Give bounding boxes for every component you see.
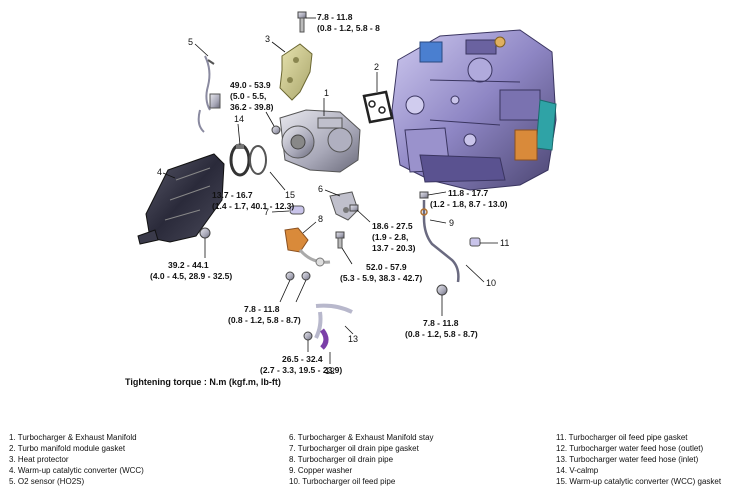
callout-4: 4 [157, 167, 162, 177]
legend-column-3: 11. Turbocharger oil feed pipe gasket 12… [556, 432, 721, 487]
torque-labels: 7.8 - 11.8 (0.8 - 1.2, 5.8 - 8 49.0 - 53… [125, 12, 508, 387]
callout-1: 1 [324, 88, 329, 98]
warm-up-catalytic-converter [137, 153, 225, 245]
oil-feed-pipe-gasket [469, 237, 481, 247]
callout-5: 5 [188, 37, 193, 47]
heat-protector [279, 43, 313, 101]
torque-top-2: (0.8 - 1.2, 5.8 - 8 [317, 23, 380, 33]
torque-hose-1: 26.5 - 32.4 [282, 354, 323, 364]
torque-feed-bottom-2: (0.8 - 1.2, 5.8 - 8.7) [405, 329, 478, 339]
torque-feed-1: 11.8 - 17.7 [448, 188, 488, 198]
callout-2: 2 [374, 62, 379, 72]
wcc-bolt [199, 227, 211, 239]
drain-pipe-gasket [289, 205, 305, 215]
torque-drain-bolt-1: 7.8 - 11.8 [244, 304, 280, 314]
manifold-stay [329, 191, 359, 221]
legend-column-2: 6. Turbocharger & Exhaust Manifold stay … [289, 432, 434, 487]
callout-3: 3 [265, 34, 270, 44]
legend-item: 7. Turbocharger oil drain pipe gasket [289, 444, 419, 453]
parts-legend: 1. Turbocharger & Exhaust Manifold 2. Tu… [0, 432, 729, 494]
torque-drain-1: 52.0 - 57.9 [366, 262, 407, 272]
torque-top-1: 7.8 - 11.8 [317, 12, 353, 22]
torque-wcc-2: (4.0 - 4.5, 28.9 - 32.5) [150, 271, 232, 281]
turbocharger-manifold [279, 109, 361, 173]
oil-drain-pipe [284, 227, 331, 267]
callout-12: 12 [325, 366, 335, 376]
legend-item: 14. V-calmp [556, 466, 599, 475]
legend-item: 5. O2 sensor (HO2S) [9, 477, 85, 486]
callout-numbers: 1 2 3 4 5 6 7 8 9 10 11 12 13 14 15 [157, 34, 509, 376]
drain-bolt [335, 231, 345, 249]
legend-item: 13. Turbocharger water feed hose (inlet) [556, 455, 699, 464]
water-feed-hoses [314, 303, 353, 350]
callout-11: 11 [500, 238, 509, 248]
callout-13: 13 [348, 334, 358, 344]
v-clamp [229, 143, 251, 177]
torque-drain-2: (5.3 - 5.9, 38.3 - 42.7) [340, 273, 422, 283]
legend-item: 3. Heat protector [9, 455, 69, 464]
callout-7: 7 [264, 207, 269, 217]
wcc-gasket [249, 145, 267, 175]
callout-15: 15 [285, 190, 295, 200]
torque-hose-2: (2.7 - 3.3, 19.5 - 23.9) [260, 365, 342, 375]
legend-item: 4. Warm-up catalytic converter (WCC) [9, 466, 144, 475]
callout-6: 6 [318, 184, 323, 194]
legend-column-1: 1. Turbocharger & Exhaust Manifold 2. Tu… [9, 432, 144, 487]
torque-manifold-1: 49.0 - 53.9 [230, 80, 271, 90]
engine-assembly [391, 29, 557, 191]
drain-pipe-bolts [285, 271, 311, 281]
torque-wcc-1: 39.2 - 44.1 [168, 260, 209, 270]
torque-vclamp-1: 13.7 - 16.7 [212, 190, 253, 200]
callout-10: 10 [486, 278, 496, 288]
torque-manifold-2: (5.0 - 5.5, [230, 91, 266, 101]
legend-item: 8. Turbocharger oil drain pipe [289, 455, 394, 464]
callout-8: 8 [318, 214, 323, 224]
legend-item: 15. Warm-up catalytic converter (WCC) ga… [556, 477, 722, 486]
legend-item: 6. Turbocharger & Exhaust Manifold stay [289, 433, 434, 442]
torque-stay-1: 18.6 - 27.5 [372, 221, 413, 231]
callout-9: 9 [449, 218, 454, 228]
torque-drain-bolt-2: (0.8 - 1.2, 5.8 - 8.7) [228, 315, 301, 325]
exploded-parts-diagram: 1 2 3 4 5 6 7 8 9 10 11 12 13 14 15 7.8 … [125, 11, 557, 387]
callout-14: 14 [234, 114, 244, 124]
turbo-manifold-gasket [362, 90, 394, 124]
legend-item: 12. Turbocharger water feed hose (outlet… [556, 444, 704, 453]
top-bolt [297, 11, 307, 33]
o2-sensor [197, 55, 221, 133]
torque-vclamp-2: (1.4 - 1.7, 40.1 - 12.3) [212, 201, 294, 211]
torque-manifold-3: 36.2 - 39.8) [230, 102, 274, 112]
legend-item: 1. Turbocharger & Exhaust Manifold [9, 433, 137, 442]
torque-feed-2: (1.2 - 1.8, 8.7 - 13.0) [430, 199, 508, 209]
torque-feed-bottom-1: 7.8 - 11.8 [423, 318, 459, 328]
torque-stay-3: 13.7 - 20.3) [372, 243, 416, 253]
legend-item: 9. Copper washer [289, 466, 353, 475]
torque-unit-note: Tightening torque : N.m (kgf.m, lb-ft) [125, 377, 281, 387]
legend-item: 11. Turbocharger oil feed pipe gasket [556, 433, 688, 442]
legend-item: 10. Turbocharger oil feed pipe [289, 477, 396, 486]
torque-stay-2: (1.9 - 2.8, [372, 232, 408, 242]
legend-item: 2. Turbo manifold module gasket [9, 444, 126, 453]
